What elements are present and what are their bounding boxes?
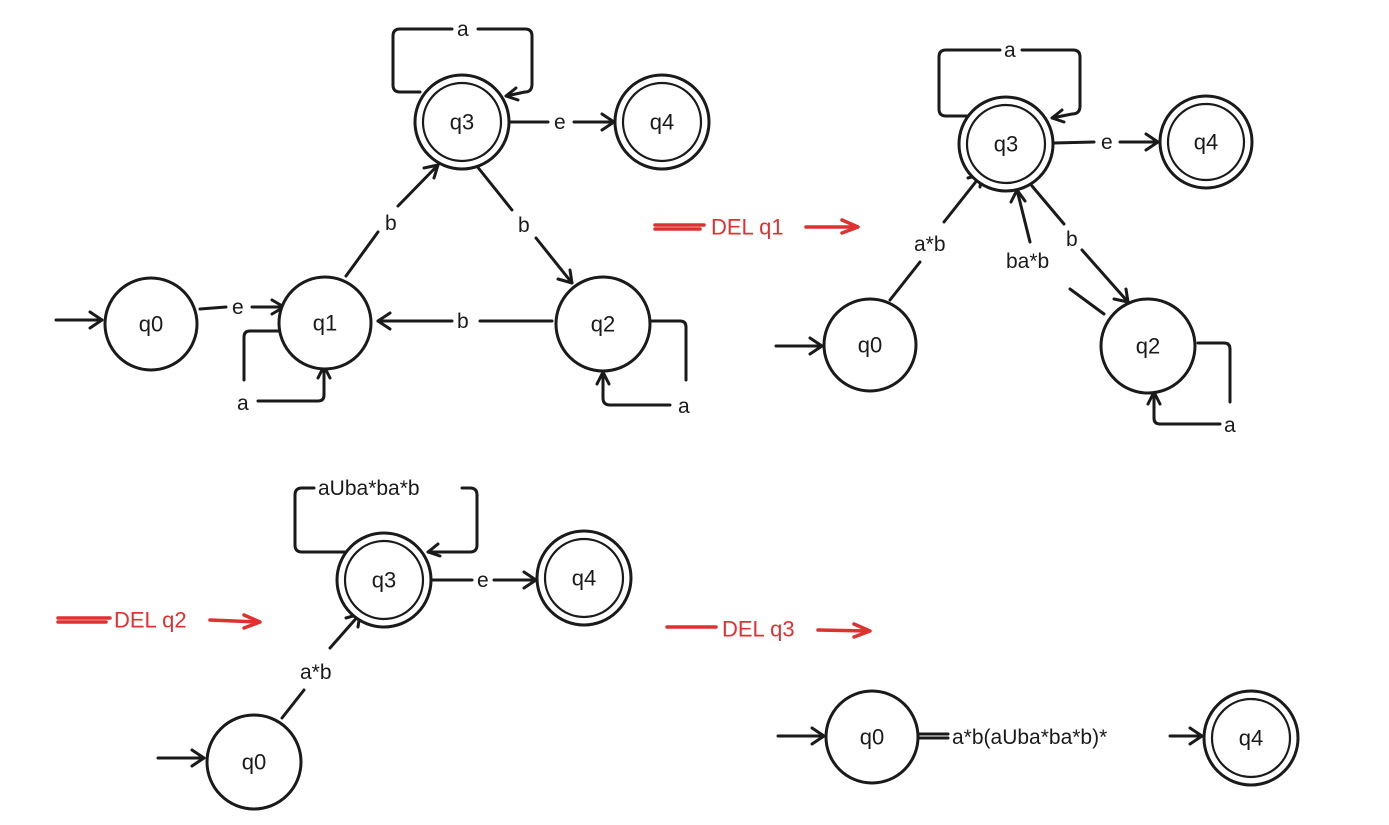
state-q2: q2 xyxy=(1099,297,1197,395)
state-q3-accepting: q3 xyxy=(413,73,511,171)
state-label: q4 xyxy=(1194,130,1218,155)
transition-label: a xyxy=(457,18,469,41)
transition-label: a xyxy=(1224,414,1236,437)
transition-q3-q2: b xyxy=(474,163,574,285)
transition-label: aUba*ba*b xyxy=(318,477,420,500)
transition-label: b xyxy=(1066,228,1078,251)
state-q4-accepting: q4 xyxy=(535,529,633,627)
transition-q3-q4: e xyxy=(508,111,616,134)
transition-label: a xyxy=(237,392,249,415)
step-label: DEL q3 xyxy=(722,617,795,642)
step-del-q2: DEL q2 xyxy=(56,608,262,633)
state-label: q0 xyxy=(860,725,884,750)
transition-q3-q4: e xyxy=(1052,131,1160,154)
state-q1: q1 xyxy=(277,275,373,371)
transition-label: e xyxy=(1101,131,1113,154)
state-label: q2 xyxy=(1136,334,1160,359)
step-label: DEL q1 xyxy=(711,215,784,240)
state-label: q0 xyxy=(139,312,163,337)
state-q2: q2 xyxy=(554,275,652,373)
state-q3-accepting: q3 xyxy=(957,95,1055,193)
state-label: q4 xyxy=(1239,726,1263,751)
state-q0: q0 xyxy=(103,276,199,372)
transition-label: b xyxy=(457,310,469,333)
state-q4-accepting: q4 xyxy=(613,73,711,171)
transition-label: e xyxy=(554,111,566,134)
state-q4-accepting: q4 xyxy=(1158,94,1254,190)
transition-label: a*b xyxy=(300,661,332,684)
transition-q3-q4: e xyxy=(430,569,538,592)
state-label: q2 xyxy=(591,312,615,337)
transition-label: a xyxy=(678,395,690,418)
state-label: q3 xyxy=(450,110,474,135)
state-q3-accepting: q3 xyxy=(335,531,433,629)
state-label: q0 xyxy=(242,750,266,775)
step-del-q3: DEL q3 xyxy=(665,617,872,642)
transition-q0-q1: e xyxy=(198,296,286,319)
transition-q1-q1: a xyxy=(237,329,332,415)
state-label: q1 xyxy=(313,311,337,336)
state-label: q4 xyxy=(572,566,596,591)
transition-q2-q3: ba*b xyxy=(1006,188,1106,316)
start-arrow-q0 xyxy=(54,310,104,330)
state-label: q3 xyxy=(372,568,396,593)
diagram-after-del-q2: a*b aUba*ba*b e q0 q3 q4 xyxy=(156,477,633,811)
transition-label: a*b(aUba*ba*b)* xyxy=(952,726,1107,749)
transition-q3-q3: a xyxy=(937,39,1082,124)
transition-q0-q3: a*b xyxy=(280,612,362,720)
transition-label: b xyxy=(518,214,530,237)
step-label: DEL q2 xyxy=(114,608,187,633)
transition-q0-q4: a*b(aUba*ba*b)* xyxy=(916,726,1204,749)
start-arrow-q0 xyxy=(156,748,206,768)
transition-label: e xyxy=(232,296,244,319)
transition-q1-q3: b xyxy=(344,163,440,278)
step-del-q1: DEL q1 xyxy=(653,215,860,240)
state-q4-accepting: q4 xyxy=(1202,689,1300,787)
state-q0: q0 xyxy=(205,713,303,811)
state-q0: q0 xyxy=(824,689,920,785)
start-arrow-q0 xyxy=(776,726,826,746)
state-label: q4 xyxy=(650,110,674,135)
diagram-after-del-q3: a*b(aUba*ba*b)* q0 q4 xyxy=(776,689,1300,787)
transition-q3-q3: a xyxy=(391,18,534,102)
state-label: q0 xyxy=(858,333,882,358)
transition-label: a xyxy=(1004,39,1016,62)
transition-label: ba*b xyxy=(1006,250,1049,273)
transition-label: e xyxy=(477,569,489,592)
transition-q2-q2: a xyxy=(595,319,690,418)
state-q0: q0 xyxy=(822,297,918,393)
transition-label: a*b xyxy=(914,233,946,256)
diagram-after-del-q1: a*b a e b ba*b xyxy=(774,39,1254,437)
transition-q3-q2: b xyxy=(1030,184,1130,304)
state-label: q3 xyxy=(994,132,1018,157)
diagram-original: e a b a e xyxy=(54,18,711,418)
transition-q3-q3: aUba*ba*b xyxy=(293,477,479,558)
transition-q0-q3: a*b xyxy=(888,172,984,302)
transition-q2-q1: b xyxy=(376,310,554,333)
transition-label: b xyxy=(385,212,397,235)
start-arrow-q0 xyxy=(774,336,824,356)
